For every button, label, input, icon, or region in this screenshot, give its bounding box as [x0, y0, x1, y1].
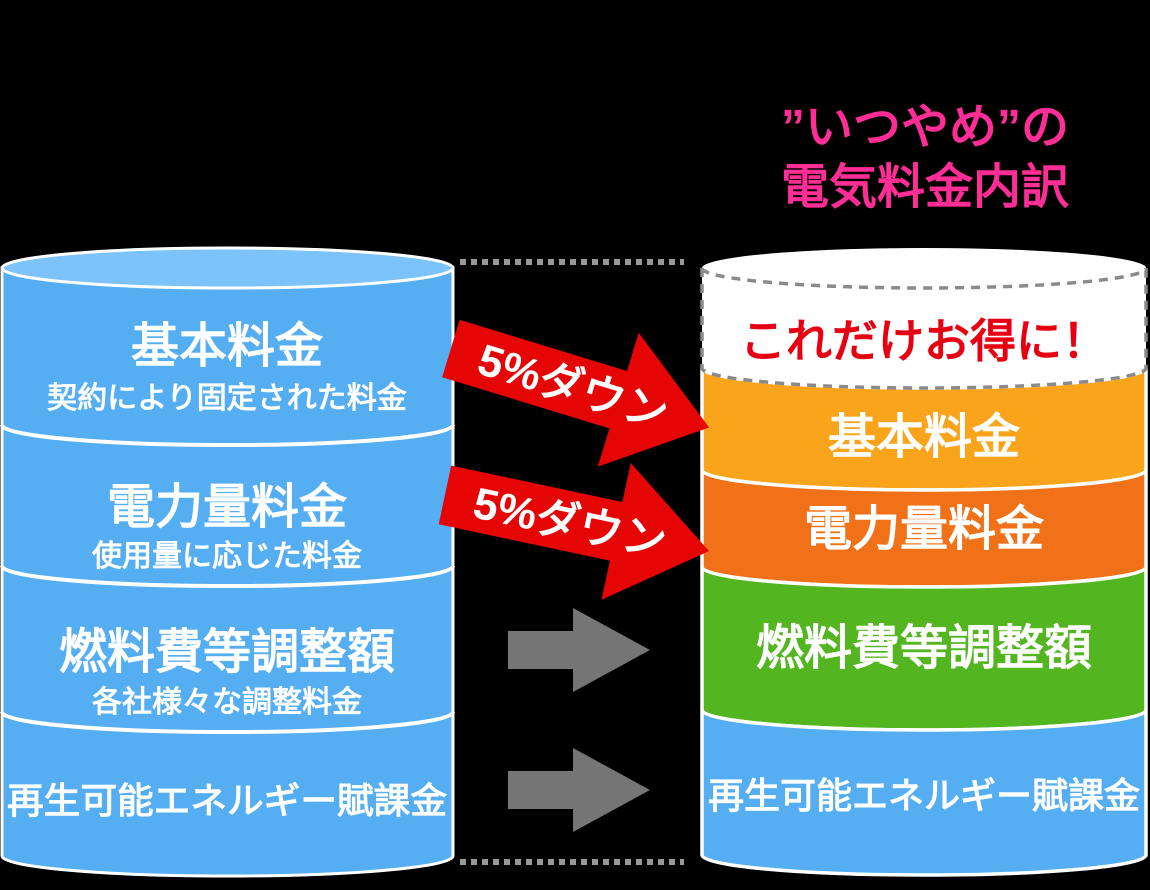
savings-segment-top-ellipse [702, 248, 1146, 288]
red-arrow-basic: 5%ダウン [442, 319, 710, 467]
gray-arrow-fuel [508, 608, 650, 692]
right-segment-basic-label: 基本料金 [828, 411, 1021, 464]
savings-segment-body [702, 268, 1146, 388]
right-segment-fuel-label: 燃料費等調整額 [756, 622, 1092, 675]
right-segment-energy-label: 電力量料金 [804, 503, 1045, 556]
right-segment-renewable [700, 709, 1148, 877]
title-line-1: ”いつやめ”の [781, 101, 1069, 154]
left-segment-basic-sublabel: 契約により固定された料金 [47, 381, 407, 415]
savings-segment-dashed-outline [700, 268, 1148, 390]
right-cylinder: これだけお得に！ 基本料金 電力量料金 燃料費等調整額 再生可能エネルギー賦課金 [700, 248, 1148, 877]
gray-arrow-renewable-shape [508, 748, 650, 832]
right-chart-title: ”いつやめ”の 電気料金内訳 [781, 101, 1070, 214]
red-arrow-basic-shape [442, 319, 710, 467]
red-arrow-energy-shape [438, 462, 710, 600]
title-line-2: 電気料金内訳 [781, 161, 1070, 214]
left-cylinder-body [0, 266, 455, 878]
left-segment-energy-label: 電力量料金 [107, 481, 348, 534]
left-cylinder: 基本料金 契約により固定された料金 電力量料金 使用量に応じた料金 燃料費等調整… [0, 246, 455, 878]
savings-segment-top-ellipse-front [700, 267, 1148, 290]
left-segment-renewable-label: 再生可能エネルギー賦課金 [7, 780, 448, 821]
savings-segment-label: これだけお得に！ [740, 315, 1108, 367]
left-separator-2 [0, 565, 455, 588]
left-segment-energy-sublabel: 使用量に応じた料金 [91, 539, 363, 573]
left-separator-3 [0, 711, 455, 734]
right-segment-renewable-label: 再生可能エネルギー賦課金 [708, 775, 1141, 816]
left-separator-1 [0, 424, 455, 447]
gray-arrow-renewable [508, 748, 650, 832]
red-arrow-energy: 5%ダウン [438, 462, 710, 600]
left-segment-fuel-sublabel: 各社様々な調整料金 [91, 685, 363, 719]
left-segment-fuel-label: 燃料費等調整額 [59, 626, 395, 679]
left-cylinder-top-ellipse [0, 246, 455, 290]
left-segment-basic-label: 基本料金 [131, 320, 324, 373]
gray-arrow-fuel-shape [508, 608, 650, 692]
